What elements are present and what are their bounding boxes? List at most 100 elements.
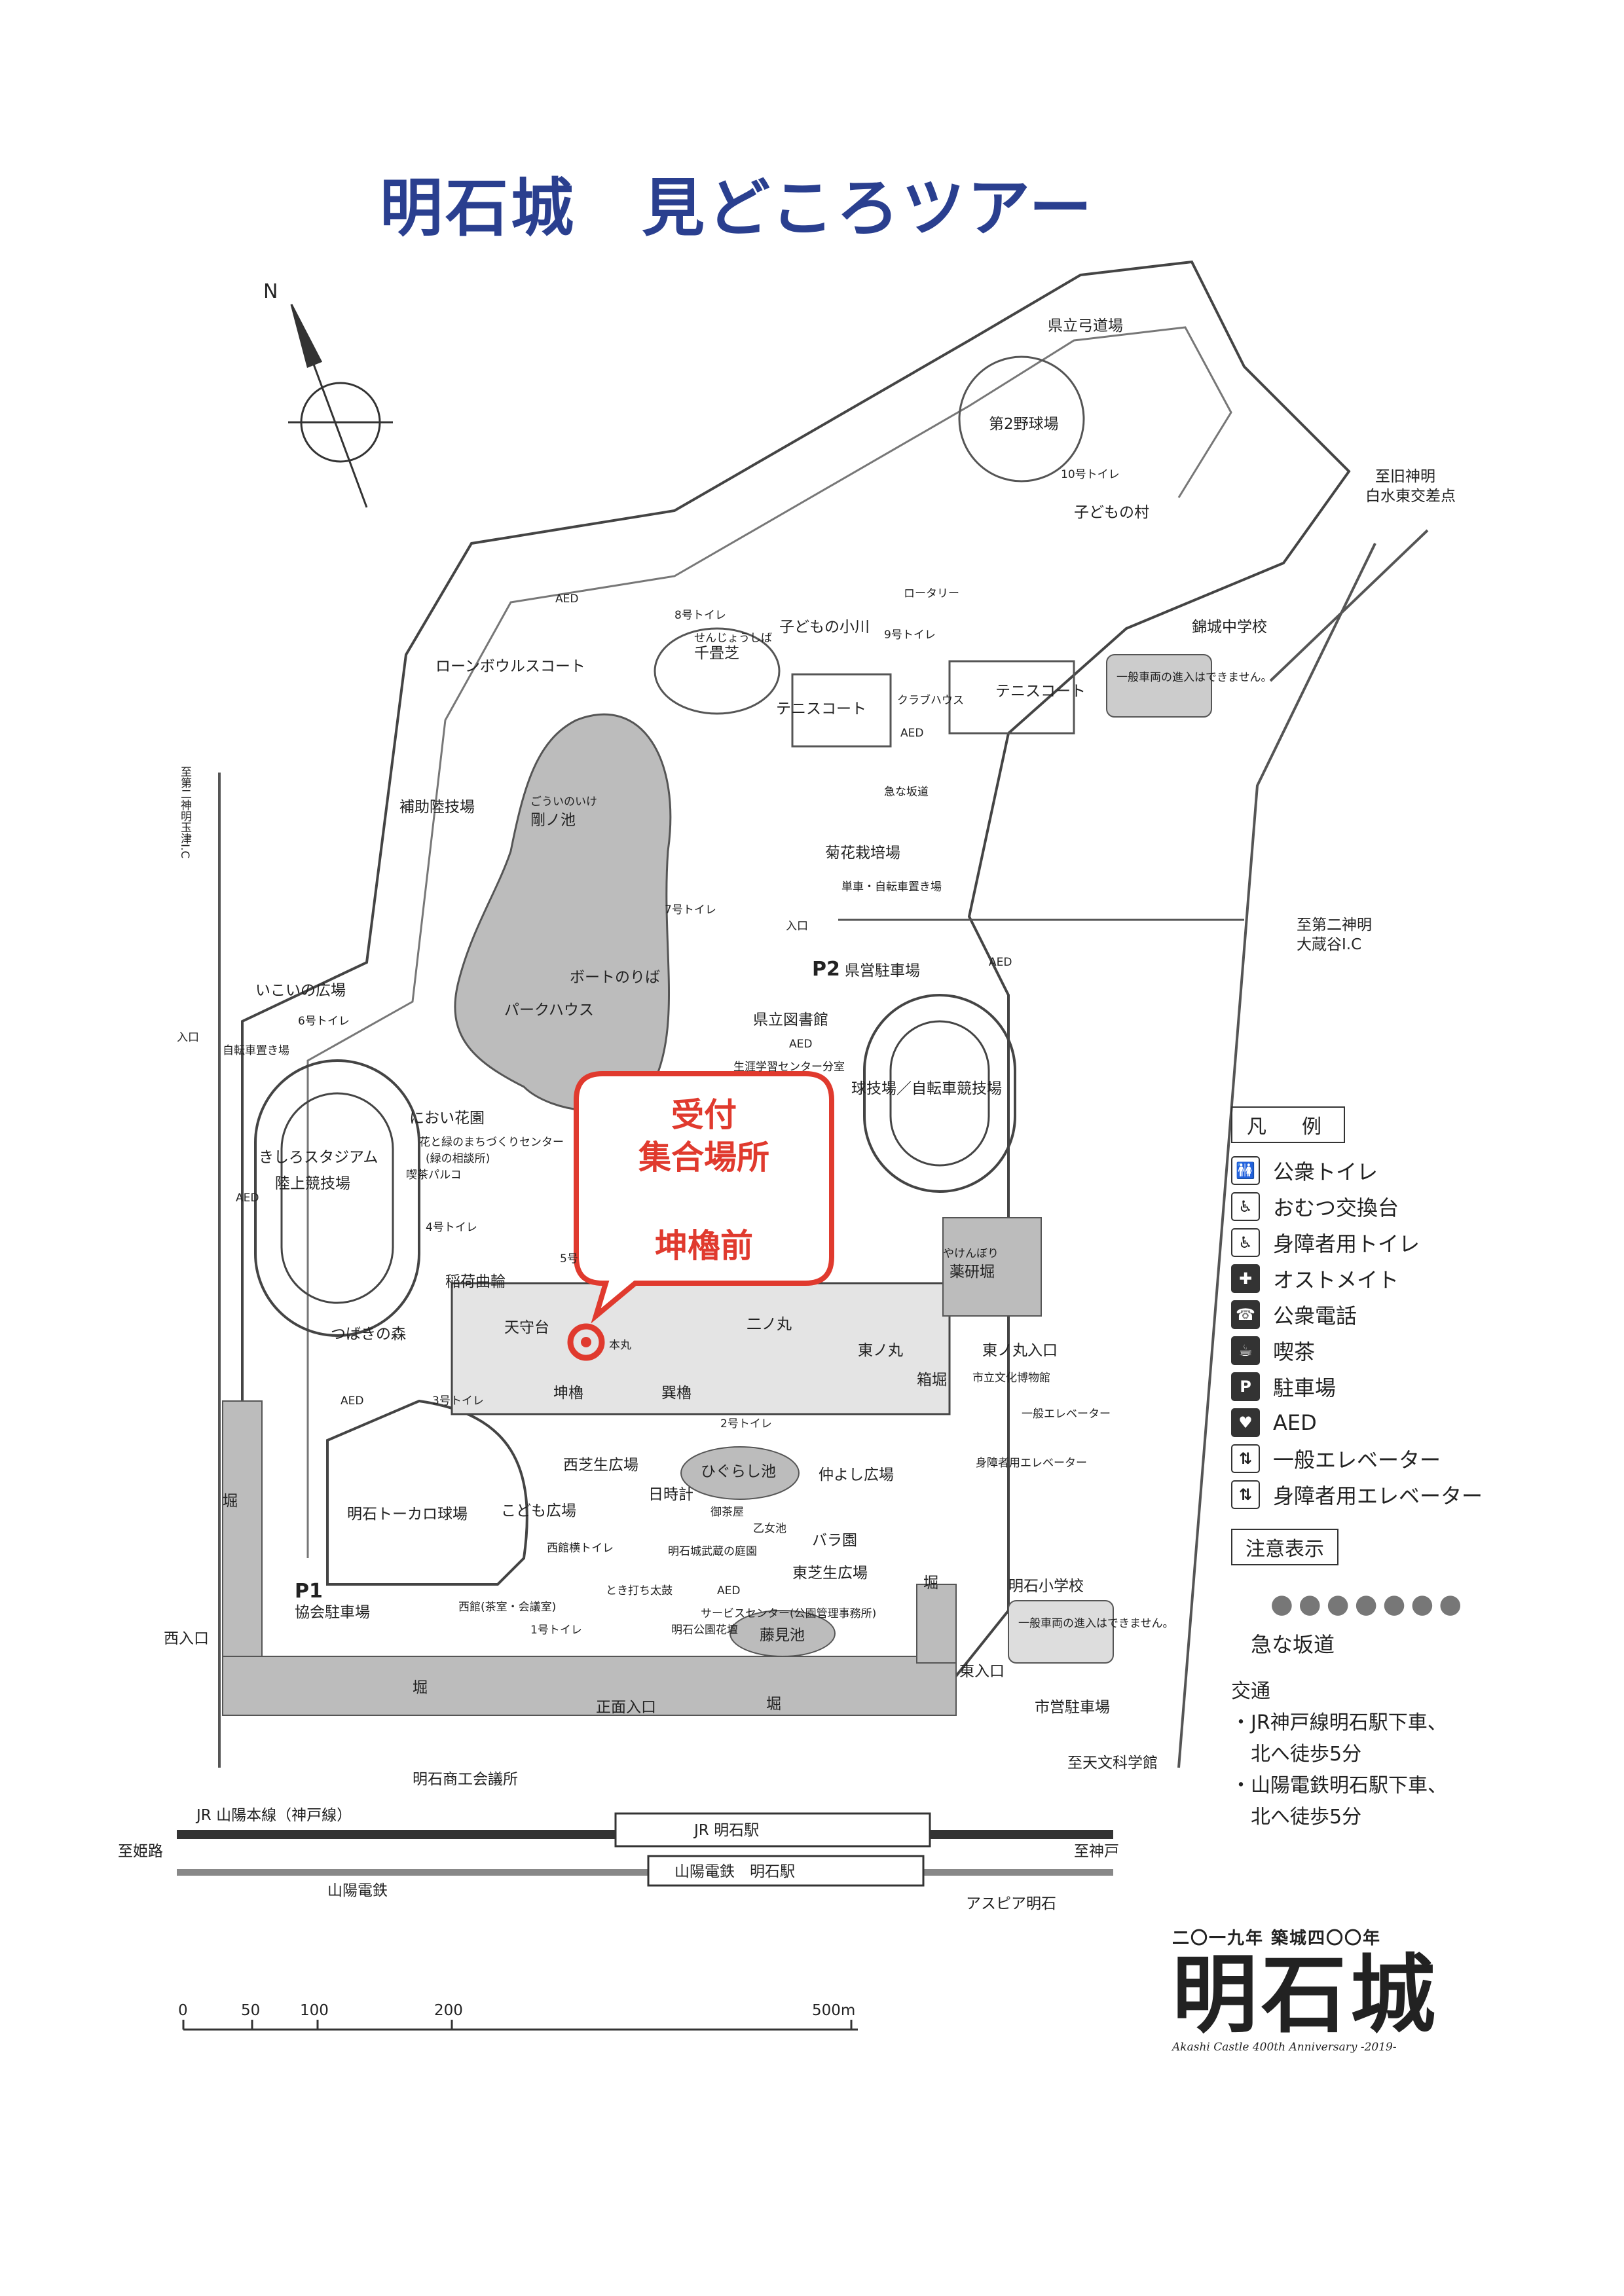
label-aed-6: AED (341, 1394, 363, 1408)
label-okuradani: 大蔵谷I.C (1297, 936, 1361, 953)
label-bike-parking-2: 自転車置き場 (223, 1044, 289, 1057)
label-main-entrance: 正面入口 (596, 1699, 656, 1716)
logo-subtitle: 二〇一九年 築城四〇〇年 (1172, 1929, 1382, 1948)
label-west-entrance: 西入口 (164, 1630, 209, 1647)
label-nishiyakata-toilet: 西館横トイレ (547, 1542, 614, 1555)
scale-label-100: 100 (300, 2002, 329, 2019)
callout-line-2: 集合場所 (638, 1139, 769, 1176)
label-toilet6: 6号トイレ (298, 1015, 350, 1028)
sanyo-railway (177, 1869, 1113, 1876)
label-rotary: ロータリー (904, 587, 959, 600)
label-boat: ボートのりば (570, 969, 660, 986)
label-fujimi: 藤見池 (760, 1627, 805, 1644)
label-kyudojo: 県立弓道場 (1048, 318, 1123, 335)
no-vehicle-note-south (1008, 1600, 1114, 1664)
label-sanyo-akashi: 山陽電鉄 明石駅 (674, 1863, 795, 1880)
legend-item: ⇅身障者用エレベーター (1231, 1476, 1572, 1512)
cafe-icon: ☕ (1231, 1336, 1260, 1365)
higurashi-pond (680, 1446, 800, 1500)
legend-item: ♿おむつ交換台 (1231, 1188, 1572, 1224)
label-lawn-bowls: ローンボウルスコート (435, 658, 585, 675)
label-kodomo-mura: 子どもの村 (1074, 504, 1149, 521)
label-stadium: きしろスタジアム (259, 1149, 378, 1166)
label-aed-5: AED (236, 1192, 259, 1205)
label-akashi-es: 明石小学校 (1008, 1578, 1084, 1595)
label-aed-2: AED (900, 727, 923, 740)
legend-label: 身障者用エレベーター (1273, 1483, 1483, 1508)
label-nishiyakata: 西館(茶室・会議室) (458, 1601, 556, 1614)
label-aed-4: AED (789, 1038, 812, 1051)
label-kikka: 菊花栽培場 (825, 845, 900, 862)
label-senjoshiba: 千畳芝 (694, 645, 739, 662)
park-outline (241, 260, 1351, 1677)
label-ikoi: いこいの広場 (255, 982, 346, 999)
label-aed-1: AED (555, 592, 578, 606)
label-toilet2: 2号トイレ (720, 1417, 772, 1430)
aed-icon: ♥ (1231, 1408, 1260, 1437)
label-moat-south-1: 堀 (413, 1679, 428, 1696)
label-yakken: 薬研堀 (950, 1264, 995, 1281)
label-tennis-2: テニスコート (995, 683, 1086, 700)
label-to-daini-kobe-tamatsu: 至第二神明玉津I.C (178, 766, 192, 858)
senjoshiba-lawn (654, 627, 781, 715)
label-hana-midori-sub: (緑の相談所) (426, 1152, 490, 1165)
cycling-stadium-track (889, 1020, 990, 1167)
label-shiromizu: 白水東交差点 (1365, 488, 1456, 505)
parking-icon: P (1231, 1372, 1260, 1401)
compass-icon (288, 304, 393, 508)
athletics-stadium-track (280, 1092, 394, 1304)
label-east-entrance: 東入口 (959, 1663, 1005, 1680)
road-to-shiromizu (1269, 529, 1429, 682)
callout-line-1: 受付 (671, 1096, 737, 1134)
legend-label: 身障者用トイレ (1273, 1231, 1420, 1256)
anniversary-logo: 二〇一九年 築城四〇〇年 明石城 Akashi Castle 400th Ann… (1172, 1925, 1460, 2054)
yakken-moat (942, 1217, 1042, 1317)
label-senjoshiba-furigana: せんじょうしば (694, 632, 772, 645)
elevator-icon: ⇅ (1231, 1444, 1260, 1473)
tennis-court-2 (948, 660, 1075, 735)
access-line-3: ・山陽電鉄明石駅下車、 (1231, 1774, 1447, 1797)
label-goino-furigana: ごういのいけ (530, 795, 597, 809)
label-akashi-chamber: 明石商工会議所 (413, 1771, 518, 1788)
label-higashinomaru-entrance: 東ノ丸入口 (982, 1342, 1058, 1359)
scale-label-0: 0 (178, 2002, 188, 2019)
meeting-point-marker[interactable] (567, 1323, 605, 1361)
park-outline-inner (306, 326, 1232, 1558)
label-ochaya: 御茶屋 (710, 1506, 744, 1519)
access-title: 交通 (1231, 1680, 1270, 1703)
label-akashi-tokaro: 明石トーカロ球場 (347, 1506, 468, 1523)
label-kinjo-jhs: 錦城中学校 (1192, 619, 1267, 636)
legend-label: 公衆トイレ (1273, 1159, 1378, 1184)
label-shogai: 生涯学習センター分室 (733, 1061, 845, 1074)
label-p2: P2 (812, 958, 840, 981)
label-baseball2: 第2野球場 (989, 416, 1059, 433)
legend-label: 一般エレベーター (1273, 1447, 1441, 1472)
label-aed-7: AED (717, 1584, 740, 1597)
legend-item: 🚻公衆トイレ (1231, 1152, 1572, 1188)
label-steep-1: 急な坂道 (884, 786, 929, 799)
label-honmaru: 本丸 (609, 1339, 631, 1352)
label-bukeyashiki: 明石城武蔵の庭園 (668, 1545, 757, 1558)
label-higurashi: ひぐらし池 (701, 1463, 776, 1480)
castle-complex (451, 1282, 951, 1415)
label-tenshudai: 天守台 (504, 1319, 549, 1336)
legend-item: ✚オストメイト (1231, 1260, 1572, 1296)
road-east (1177, 543, 1376, 1768)
label-museum: 市立文化博物館 (972, 1372, 1050, 1385)
scale-label-200: 200 (434, 2002, 463, 2019)
ostomate-icon: ✚ (1231, 1264, 1260, 1293)
access-section: 交通 ・JR神戸線明石駅下車、 北へ徒歩5分 ・山陽電鉄明石駅下車、 北へ徒歩5… (1231, 1676, 1447, 1833)
label-tatsumi: 巽櫓 (661, 1385, 692, 1402)
label-to-himeji: 至姫路 (118, 1843, 163, 1860)
label-toilet7: 7号トイレ (665, 903, 716, 917)
cycling-stadium (863, 994, 1016, 1193)
meeting-point-marker-center (581, 1337, 591, 1347)
legend-item: ♥AED (1231, 1404, 1572, 1440)
label-elevator-acc: 身障者用エレベーター (976, 1457, 1087, 1470)
legend-item: ♿身障者用トイレ (1231, 1224, 1572, 1260)
access-line-2: 北へ徒歩5分 (1231, 1743, 1362, 1766)
meeting-point-callout (574, 1071, 834, 1324)
label-to-tenmon: 至天文科学館 (1067, 1755, 1158, 1772)
